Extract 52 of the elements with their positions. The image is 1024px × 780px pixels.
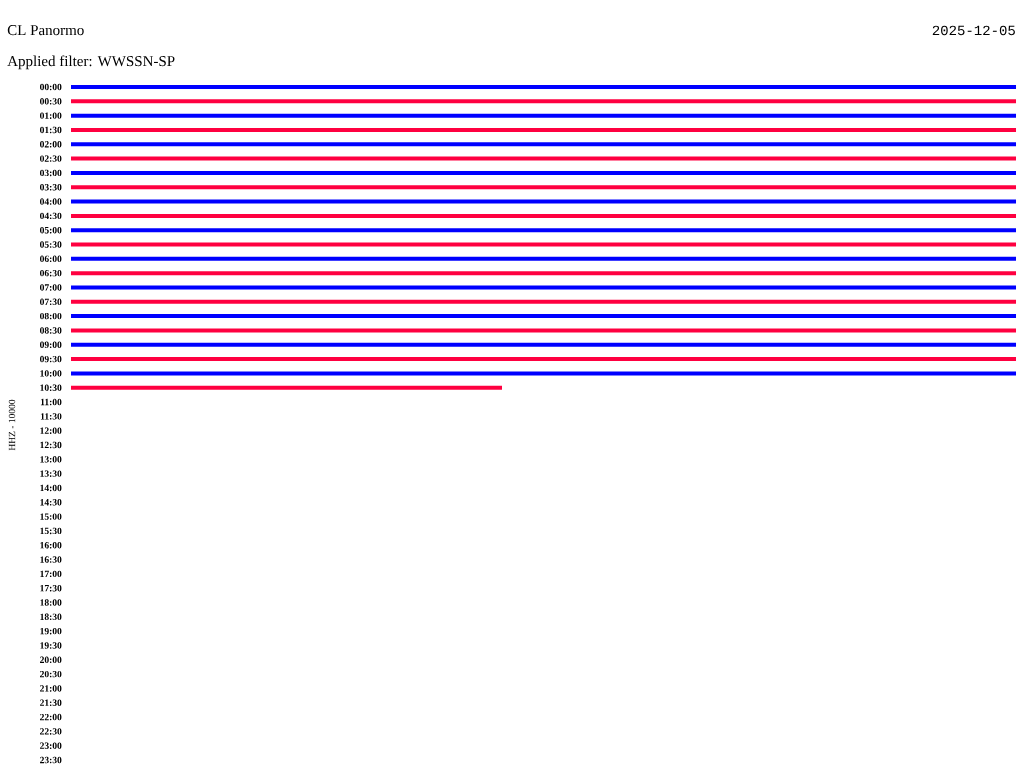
- time-label: 21:00: [40, 685, 62, 692]
- time-label: 06:30: [40, 269, 62, 277]
- time-label: 18:00: [40, 599, 62, 606]
- time-label: 10:30: [40, 384, 62, 391]
- time-label: 15:30: [40, 527, 62, 535]
- time-label: 13:00: [40, 456, 62, 463]
- time-label: 22:30: [40, 728, 62, 735]
- time-label: 03:30: [40, 184, 62, 191]
- time-label: 07:00: [40, 284, 62, 291]
- time-label: 02:00: [40, 141, 62, 148]
- time-label: 05:30: [40, 241, 62, 248]
- time-label: 08:30: [40, 327, 62, 334]
- time-label: 12:30: [40, 441, 62, 449]
- time-label: 20:30: [40, 670, 62, 678]
- time-label: 08:00: [40, 312, 62, 320]
- time-label: 12:00: [40, 427, 62, 434]
- time-label: 22:00: [40, 713, 62, 721]
- time-label: 07:30: [40, 298, 62, 306]
- time-label: 19:30: [40, 642, 62, 649]
- time-label: 11:00: [40, 398, 62, 406]
- time-label: 04:30: [40, 212, 62, 220]
- time-label: 00:30: [40, 98, 62, 105]
- time-label: 11:30: [40, 413, 62, 420]
- time-label: 05:00: [40, 227, 62, 234]
- time-label: 17:00: [40, 570, 62, 578]
- time-label: 01:00: [40, 112, 62, 119]
- date-label: 2025-12-05: [932, 25, 1015, 36]
- time-label: 19:00: [40, 627, 62, 635]
- time-label: 21:30: [40, 699, 62, 706]
- time-label: 14:30: [40, 499, 62, 506]
- station-title: CL Panormo: [7, 25, 84, 36]
- time-label: 03:00: [40, 169, 62, 177]
- axis-label: HHZ - 10000: [8, 399, 16, 451]
- time-label: 14:00: [40, 484, 62, 492]
- time-label: 17:30: [40, 585, 62, 592]
- time-label: 20:00: [40, 656, 62, 664]
- time-label: 23:00: [40, 742, 62, 749]
- time-label: 10:00: [40, 370, 62, 377]
- filter-label: Applied filter: WWSSN-SP: [7, 55, 175, 70]
- time-label: 23:30: [40, 756, 62, 764]
- time-label: 18:30: [40, 613, 62, 621]
- time-label: 13:30: [40, 470, 62, 477]
- time-label: 16:00: [40, 542, 62, 549]
- time-label: 16:30: [40, 556, 62, 563]
- time-label: 09:00: [40, 341, 62, 348]
- time-label: 15:00: [40, 513, 62, 520]
- time-label: 02:30: [40, 155, 62, 162]
- time-label: 04:00: [40, 198, 62, 205]
- time-label: 00:00: [40, 83, 62, 91]
- time-label: 09:30: [40, 355, 62, 363]
- time-label: 06:00: [40, 255, 62, 263]
- time-label: 01:30: [40, 126, 62, 134]
